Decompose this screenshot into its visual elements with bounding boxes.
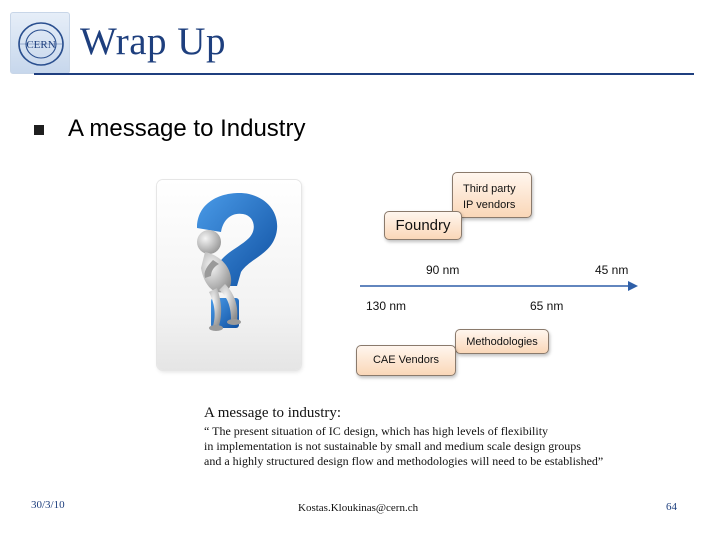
logo-text: CERN [26, 39, 55, 51]
question-mark-figure-image [157, 180, 301, 370]
node-90nm-label: 90 nm [426, 264, 459, 276]
quote-line: “ The present situation of IC design, wh… [204, 424, 704, 439]
third-party-line1: Third party [463, 181, 531, 197]
node-130nm-label: 130 nm [366, 300, 406, 312]
slide-title: Wrap Up [80, 22, 226, 61]
page-number: 64 [666, 502, 677, 513]
arrow-head-icon [628, 281, 638, 291]
cae-vendors-box: CAE Vendors [356, 345, 456, 376]
quote-body: “ The present situation of IC design, wh… [204, 424, 704, 469]
quote-line: and a highly structured design flow and … [204, 454, 704, 469]
footer-email: Kostas.Kloukinas@cern.ch [298, 503, 418, 514]
quote-line: in implementation is not sustainable by … [204, 439, 704, 454]
quote-heading: A message to industry: [204, 404, 704, 422]
bullet-square-icon [34, 125, 44, 135]
footer-date: 30/3/10 [31, 500, 65, 511]
thinking-person-icon [157, 180, 301, 370]
methodologies-box: Methodologies [455, 329, 549, 354]
third-party-ip-vendors-box: Third party IP vendors [452, 172, 532, 218]
cern-logo-icon: CERN [15, 19, 67, 69]
node-65nm-label: 65 nm [530, 300, 563, 312]
node-45nm-label: 45 nm [595, 264, 628, 276]
title-divider [34, 73, 694, 75]
cern-logo: CERN [10, 12, 70, 74]
foundry-box: Foundry [384, 211, 462, 240]
bullet-heading: A message to Industry [68, 117, 305, 141]
industry-message-quote: A message to industry: “ The present sit… [204, 404, 704, 469]
third-party-line2: IP vendors [463, 197, 531, 213]
